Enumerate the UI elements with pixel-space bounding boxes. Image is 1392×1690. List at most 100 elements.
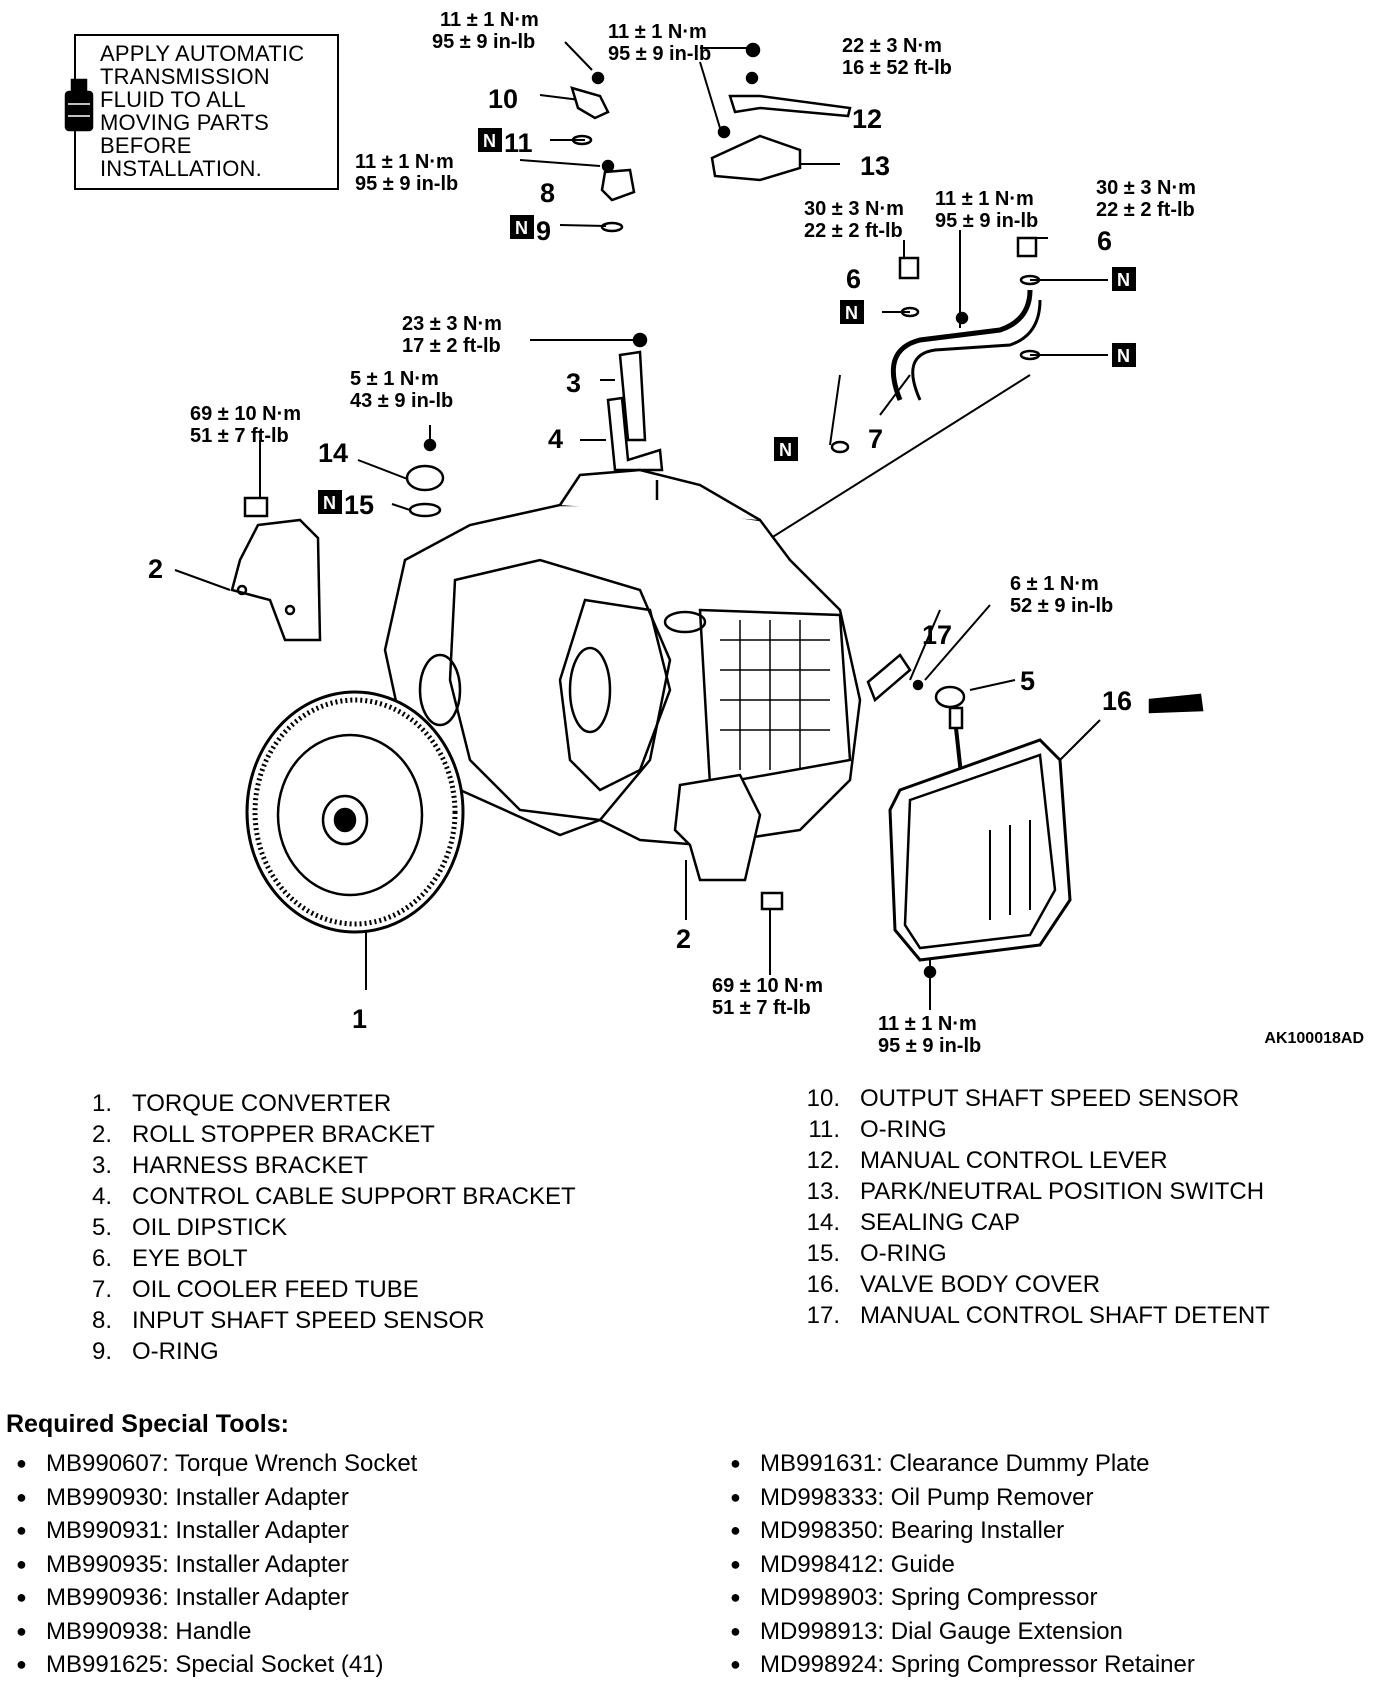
tool-name: MB990935: Installer Adapter [46,1550,349,1578]
callout-7: 7 [868,424,883,454]
callout-17: 17 [922,620,952,650]
tool-name: MB990936: Installer Adapter [46,1584,349,1611]
torque-spec-imperial: 17 ± 2 ft-lb [402,335,501,357]
tools-list-left: ● MB990607: Torque Wrench Socket ● MB99093… [6,1450,417,1685]
tools-heading: Required Special Tools: [6,1410,289,1438]
torque-spec-nm: 11 ± 1 N·m [440,9,539,31]
legend-name: CONTROL CABLE SUPPORT BRACKET [132,1183,576,1210]
tool-name: MB991631: Clearance Dummy Plate [760,1450,1150,1477]
bullet-icon: ● [730,1620,741,1641]
torque-spec-imperial: 95 ± 9 in-lb [608,43,711,65]
tool-name: MB990931: Installer Adapter [46,1517,349,1544]
n-badge: N [774,437,798,461]
bullet-icon: ● [16,1620,27,1641]
callout-13: 13 [860,151,890,181]
callout-3: 3 [566,368,581,398]
tool-item: ●MD998913: Dial Gauge Extension [720,1618,1195,1652]
torque-converter-part [245,690,465,934]
legend-name: O-RING [860,1240,947,1267]
tool-item: ●MB991625: Special Socket (41) [6,1651,417,1685]
roll-stopper-bracket-lower-part [673,773,784,911]
bullet-icon: ● [16,1486,27,1507]
note-line: APPLY AUTOMATIC [100,41,305,66]
note-line: BEFORE [100,133,192,158]
callout-14: 14 [318,438,348,468]
output-shaft-speed-sensor-part [570,71,610,146]
legend-name: OIL COOLER FEED TUBE [132,1276,419,1303]
detent-part [866,653,924,703]
callout-1: 1 [352,1004,367,1034]
leader-lines [174,41,1108,1010]
tool-name: MD998903: Spring Compressor [760,1584,1098,1611]
n-badge: N [510,215,534,239]
n-badge: N [840,300,864,324]
callout-5: 5 [1020,666,1035,696]
tool-item: ●MD998333: Oil Pump Remover [720,1484,1195,1518]
legend-name: PARK/NEUTRAL POSITION SWITCH [860,1178,1265,1205]
figure-code: AK100018AD [1264,1030,1364,1047]
note-text: APPLY AUTOMATIC TRANSMISSION FLUID TO AL… [100,42,335,180]
callout-numbers: 10 11 8 9 12 13 6 6 3 4 7 14 15 2 17 5 1… [148,84,1132,1034]
svg-text:N: N [1117,270,1130,290]
tool-item: ● MD998350: Bearing Installer [720,1517,1195,1551]
legend-num: 9. [91,1338,112,1365]
tool-name: MB990607: Torque Wrench Socket [46,1450,418,1477]
legend-name: INPUT SHAFT SPEED SENSOR [132,1307,485,1334]
tool-item: ● MB990938: Handle [6,1618,417,1652]
n-badge: N [478,128,502,152]
legend-name: MANUAL CONTROL SHAFT DETENT [860,1302,1270,1329]
svg-text:N: N [779,440,792,460]
torque-spec-nm: 6 ± 1 N·m [1010,573,1099,595]
bullet-icon: ● [730,1654,741,1674]
torque-spec-imperial: 22 ± 2 ft-lb [1096,199,1195,221]
callout-12: 12 [852,104,882,134]
bullet-icon: ● [16,1453,27,1473]
tool-name: MD998350: Bearing Installer [760,1517,1065,1544]
legend-num: 8. [91,1307,112,1334]
callout-2: 2 [148,554,163,584]
torque-spec-imperial: 16 ± 52 ft-lb [842,57,952,79]
callout-11: 11 [504,128,533,158]
bullet-icon: ● [730,1520,741,1540]
tool-item: ●MD998924: Spring Compressor Retainer [720,1651,1195,1685]
tool-item: ● MB990935: Installer Adapter [6,1551,417,1585]
legend-name: HARNESS BRACKET [132,1152,369,1179]
torque-spec-nm: 69 ± 10 N·m [712,975,823,997]
torque-spec-nm: 5 ± 1 N·m [350,368,439,390]
legend-num: 2. [91,1121,112,1148]
legend-num: 7. [91,1276,112,1303]
callout-6: 6 [846,264,861,294]
callout-2: 2 [676,924,691,954]
bullet-icon: ● [16,1553,27,1574]
torque-spec-nm: 30 ± 3 N·m [1096,177,1196,199]
legend-num: 3. [91,1152,112,1179]
bullet-icon: ● [16,1520,27,1540]
tool-item: ● MB990607: Torque Wrench Socket [6,1450,417,1484]
oil-cooler-feed-tube-part [830,274,1042,454]
callout-16: 16 [1102,686,1132,716]
legend-name: TORQUE CONVERTER [132,1090,392,1117]
tool-name: MB990930: Installer Adapter [46,1483,349,1511]
bullet-icon: ● [16,1654,27,1674]
sealing-cap-part [405,438,445,518]
legend-num: 5. [91,1214,112,1241]
callout-6: 6 [1097,226,1112,256]
callout-8: 8 [540,178,555,208]
torque-spec-imperial: 52 ± 9 in-lb [1010,595,1113,617]
legend-num: 1. [91,1090,112,1117]
n-badge: N [318,490,342,514]
legend-name: SEALING CAP [860,1209,1021,1236]
tool-name: MD998333: Oil Pump Remover [760,1483,1094,1511]
torque-spec-imperial: 95 ± 9 in-lb [935,210,1038,232]
tool-name: MB990938: Handle [46,1617,252,1645]
legend-name: VALVE BODY COVER [860,1271,1101,1298]
note-line: FLUID TO ALL [100,87,246,112]
legend-name: O-RING [132,1338,219,1365]
tool-item: ● MB990936: Installer Adapter [6,1584,417,1618]
torque-spec-nm: 11 ± 1 N·m [608,21,707,43]
legend-num: 11. [808,1116,840,1143]
bullet-icon: ● [16,1587,27,1607]
torque-spec-imperial: 95 ± 9 in-lb [355,173,458,195]
svg-text:N: N [483,131,496,151]
legend-num: 10. [806,1085,840,1112]
